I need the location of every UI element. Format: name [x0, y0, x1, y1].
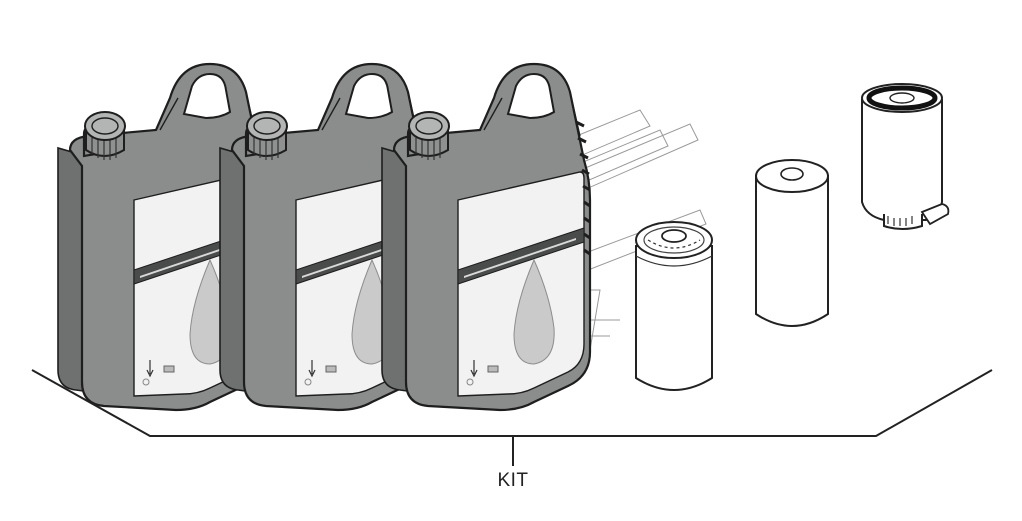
- fuel-filter-icon: [861, 99, 943, 221]
- oil-filter: [635, 221, 713, 391]
- kit-label: KIT: [497, 470, 529, 491]
- fuel-filter: [861, 83, 950, 230]
- cartridge-filter-icon: [755, 175, 829, 327]
- spin-on-filter-icon: [635, 245, 713, 391]
- oil-container-3: [380, 62, 592, 412]
- air-filter-element: [755, 159, 829, 327]
